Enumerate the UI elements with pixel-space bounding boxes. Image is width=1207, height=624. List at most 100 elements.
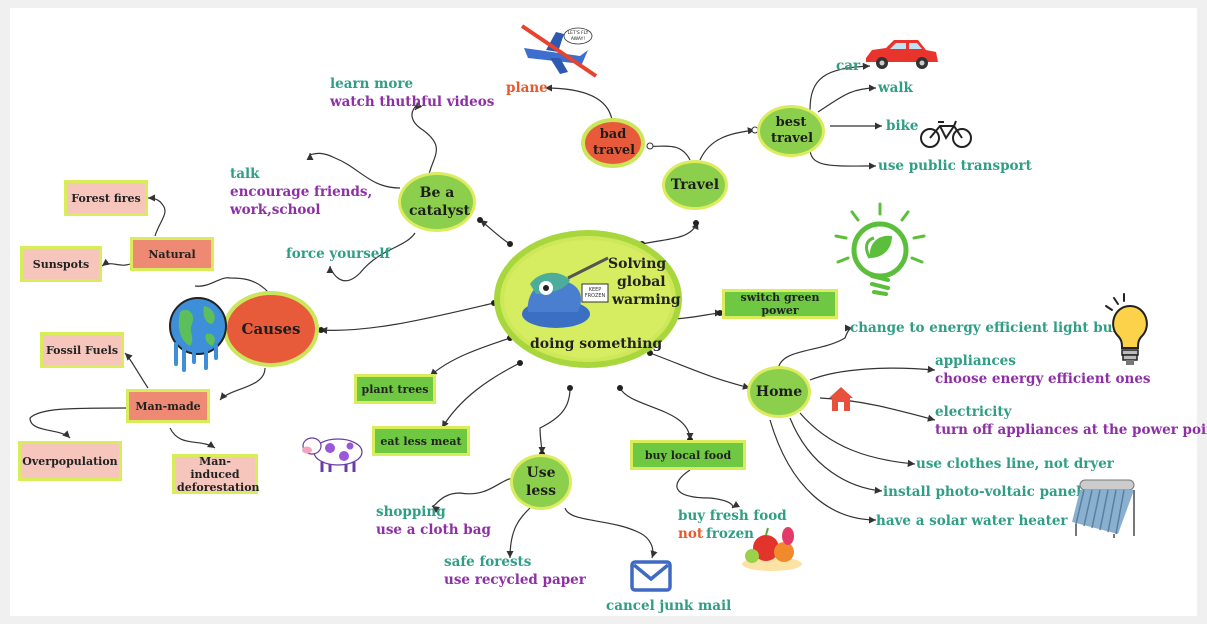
mindmap-canvas: KEEP FROZEN Solving global warming doing… <box>10 8 1207 616</box>
node-catalyst[interactable]: Be a catalyst <box>398 172 476 232</box>
fruit-icon <box>742 527 802 571</box>
connector-lines <box>29 62 936 559</box>
clothes-line-label: use clothes line, not dryer <box>916 456 1114 472</box>
deforestation-label: Man-induced deforestation <box>177 454 260 494</box>
link-useless-junk <box>564 507 658 559</box>
link-catalyst-talk <box>306 152 401 189</box>
force-yourself-label: force yourself <box>286 246 391 262</box>
link-catalyst-learn <box>411 102 437 181</box>
house-icon <box>829 387 853 411</box>
catalyst-label: Be a catalyst <box>409 185 470 219</box>
work-school-label: work,school <box>230 202 321 218</box>
link-manmade-deforest <box>169 427 216 449</box>
link-travel-bad <box>649 145 691 161</box>
box-buy-local-food[interactable]: buy local food <box>630 440 746 470</box>
node-man-made[interactable]: Man-made <box>126 389 210 423</box>
link-natural-sunspots <box>101 258 131 267</box>
box-switch-green-power[interactable]: switch green power <box>722 289 838 319</box>
use-less-label: Use less <box>526 465 556 499</box>
link-useless-shopping <box>431 477 516 513</box>
link-bad-plane <box>544 84 613 121</box>
link-home-pv <box>789 417 883 494</box>
plane-crossed-icon: LET'S FLY AWAY! <box>520 24 598 78</box>
link-catalyst-force <box>326 232 416 282</box>
turn-off-label: turn off appliances at the power point <box>935 422 1207 438</box>
link-center-catalyst <box>479 219 511 245</box>
link-causes-manmade <box>219 367 266 401</box>
box-forest-fires[interactable]: Forest fires <box>64 180 148 216</box>
svg-text:LET'S FLY: LET'S FLY <box>568 30 589 36</box>
electricity-label: electricity <box>935 404 1012 420</box>
central-title-2: global <box>617 274 666 290</box>
narwhal-icon: KEEP FROZEN <box>522 256 609 328</box>
link-home-appliances <box>809 365 936 381</box>
car-label: car <box>836 58 861 74</box>
central-subtitle: doing something <box>530 336 663 352</box>
node-causes[interactable]: Causes <box>223 291 319 367</box>
link-best-car <box>809 62 871 111</box>
box-plant-trees[interactable]: plant trees <box>354 374 436 404</box>
link-local-fresh <box>676 469 740 509</box>
link-travel-best <box>699 127 756 161</box>
box-deforestation[interactable]: Man-induced deforestation <box>172 454 260 494</box>
shopping-label: shopping <box>376 504 446 520</box>
central-title-1: Solving <box>608 256 667 272</box>
box-sunspots[interactable]: Sunspots <box>20 246 102 282</box>
link-best-transport <box>809 147 877 170</box>
frozen-label: frozen <box>706 526 754 542</box>
light-bulb-icon <box>1105 293 1148 365</box>
node-bad-travel[interactable]: bad travel <box>581 118 645 168</box>
not-label: not <box>678 526 704 542</box>
link-home-bulbs <box>777 324 853 371</box>
safe-forests-label: safe forests <box>444 554 532 570</box>
bike-label: bike <box>886 118 919 134</box>
light-bulbs-label: change to energy efficient light bulbs <box>850 320 1135 336</box>
link-natural-forest <box>147 194 166 237</box>
talk-label: talk <box>230 166 260 182</box>
link-home-solar <box>769 419 877 524</box>
junk-mail-label: cancel junk mail <box>606 598 732 614</box>
link-center-travel <box>641 221 699 245</box>
svg-text:FROZEN: FROZEN <box>585 293 606 299</box>
link-manmade-fossil <box>124 352 149 389</box>
solar-heater-label: have a solar water heater <box>876 513 1068 529</box>
recycled-paper-label: use recycled paper <box>444 572 586 588</box>
learn-more-label: learn more <box>330 76 414 92</box>
photo-voltaic-label: install photo-voltaic panels <box>883 484 1089 500</box>
walk-label: walk <box>878 80 913 96</box>
melting-earth-icon <box>169 297 227 372</box>
node-natural[interactable]: Natural <box>130 237 214 271</box>
link-home-clothes <box>799 412 916 467</box>
link-useless-forests <box>506 507 531 559</box>
public-transport-label: use public transport <box>878 158 1032 174</box>
link-center-meat <box>441 362 521 429</box>
link-center-causes <box>319 302 495 335</box>
node-home[interactable]: Home <box>747 366 811 418</box>
node-travel[interactable]: Travel <box>662 160 728 210</box>
watch-videos-label: watch thuthful videos <box>330 94 495 110</box>
central-title-3: warming <box>612 292 681 308</box>
choose-efficient-label: choose energy efficient ones <box>935 371 1151 387</box>
bad-travel-label: bad travel <box>593 127 636 158</box>
svg-text:KEEP: KEEP <box>589 287 602 293</box>
envelope-icon <box>630 560 672 592</box>
link-center-trees <box>429 337 511 377</box>
node-best-travel[interactable]: best travel <box>757 105 825 157</box>
cow-icon <box>302 437 363 472</box>
link-causes-natural <box>194 277 269 293</box>
solar-heater-icon <box>1072 479 1135 538</box>
cloth-bag-label: use a cloth bag <box>376 522 491 538</box>
link-center-local <box>619 387 694 441</box>
link-center-useless <box>538 387 571 455</box>
link-best-walk <box>817 84 877 113</box>
eco-bulb-icon <box>834 202 926 296</box>
car-icon <box>866 40 938 69</box>
box-fossil-fuels[interactable]: Fossil Fuels <box>40 332 124 368</box>
box-overpopulation[interactable]: Overpopulation <box>18 441 122 481</box>
link-center-home <box>649 352 751 390</box>
box-eat-less-meat[interactable]: eat less meat <box>372 426 470 456</box>
best-travel-label: best travel <box>771 115 814 146</box>
appliances-label: appliances <box>935 353 1016 369</box>
node-use-less[interactable]: Use less <box>510 454 572 510</box>
buy-fresh-label: buy fresh food <box>678 508 787 524</box>
